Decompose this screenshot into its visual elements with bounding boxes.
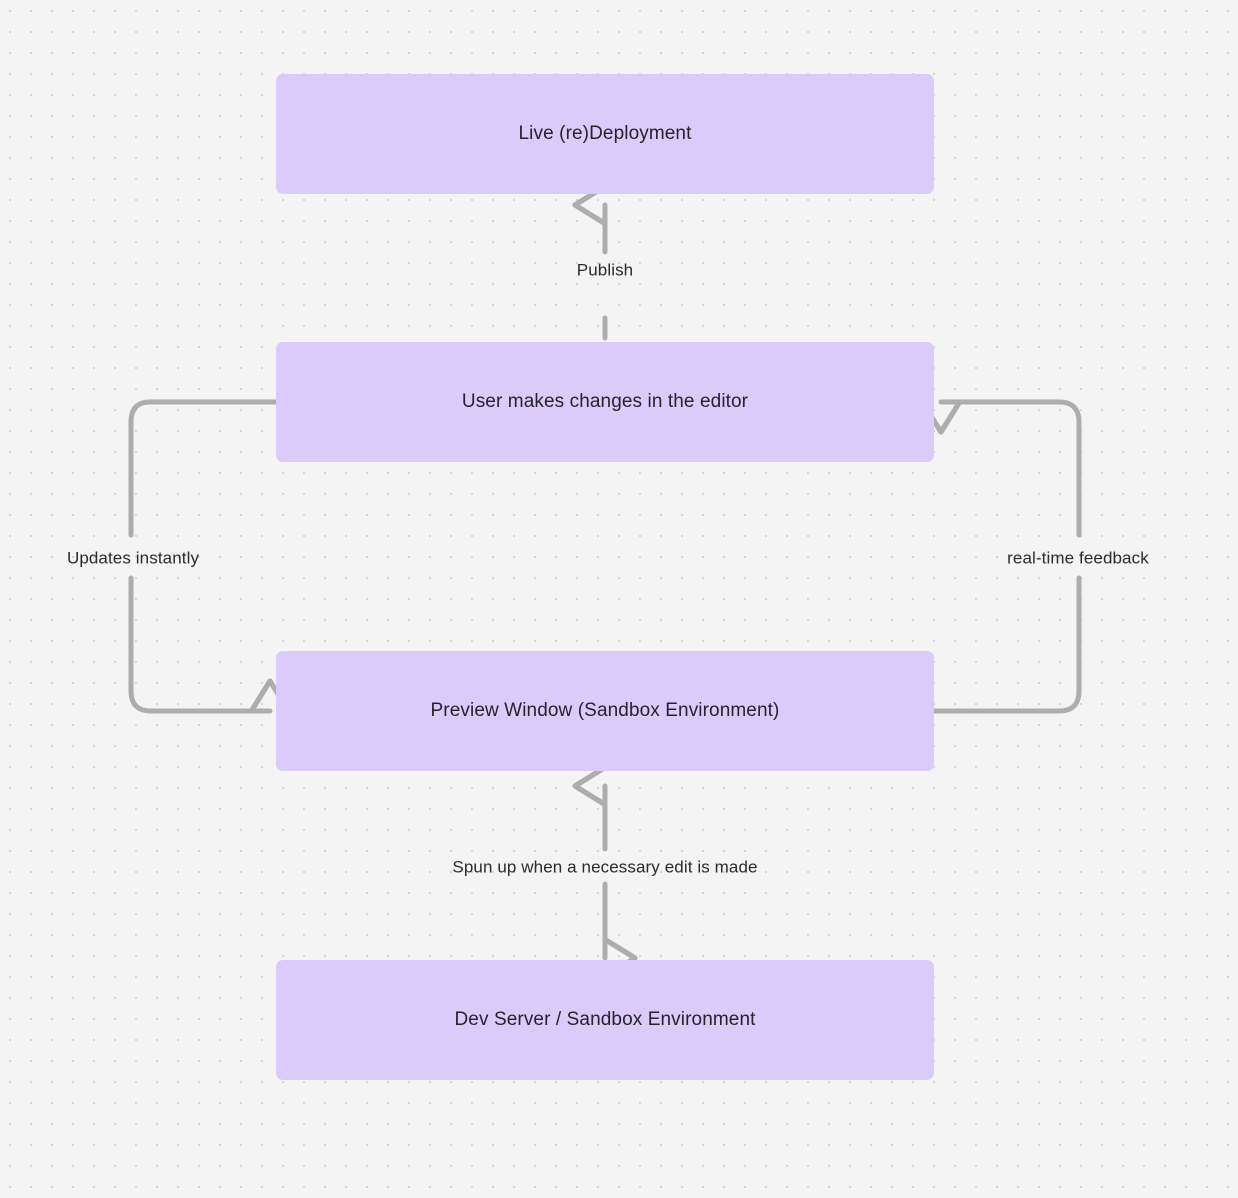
node-dev-server[interactable]: Dev Server / Sandbox Environment [276,960,934,1080]
node-label: Live (re)Deployment [518,123,692,145]
node-label: User makes changes in the editor [461,391,749,413]
node-preview-window[interactable]: Preview Window (Sandbox Environment) [276,651,934,771]
edge-label-real-time-feedback: real-time feedback [1007,548,1149,568]
node-label: Dev Server / Sandbox Environment [454,1009,756,1031]
node-live-deployment[interactable]: Live (re)Deployment [276,74,934,194]
edge-label-publish: Publish [576,260,634,280]
node-user-edits[interactable]: User makes changes in the editor [276,342,934,462]
edge-label-spun-up: Spun up when a necessary edit is made [452,857,758,877]
edge-label-updates-instantly: Updates instantly [66,548,200,568]
node-label: Preview Window (Sandbox Environment) [430,700,780,722]
